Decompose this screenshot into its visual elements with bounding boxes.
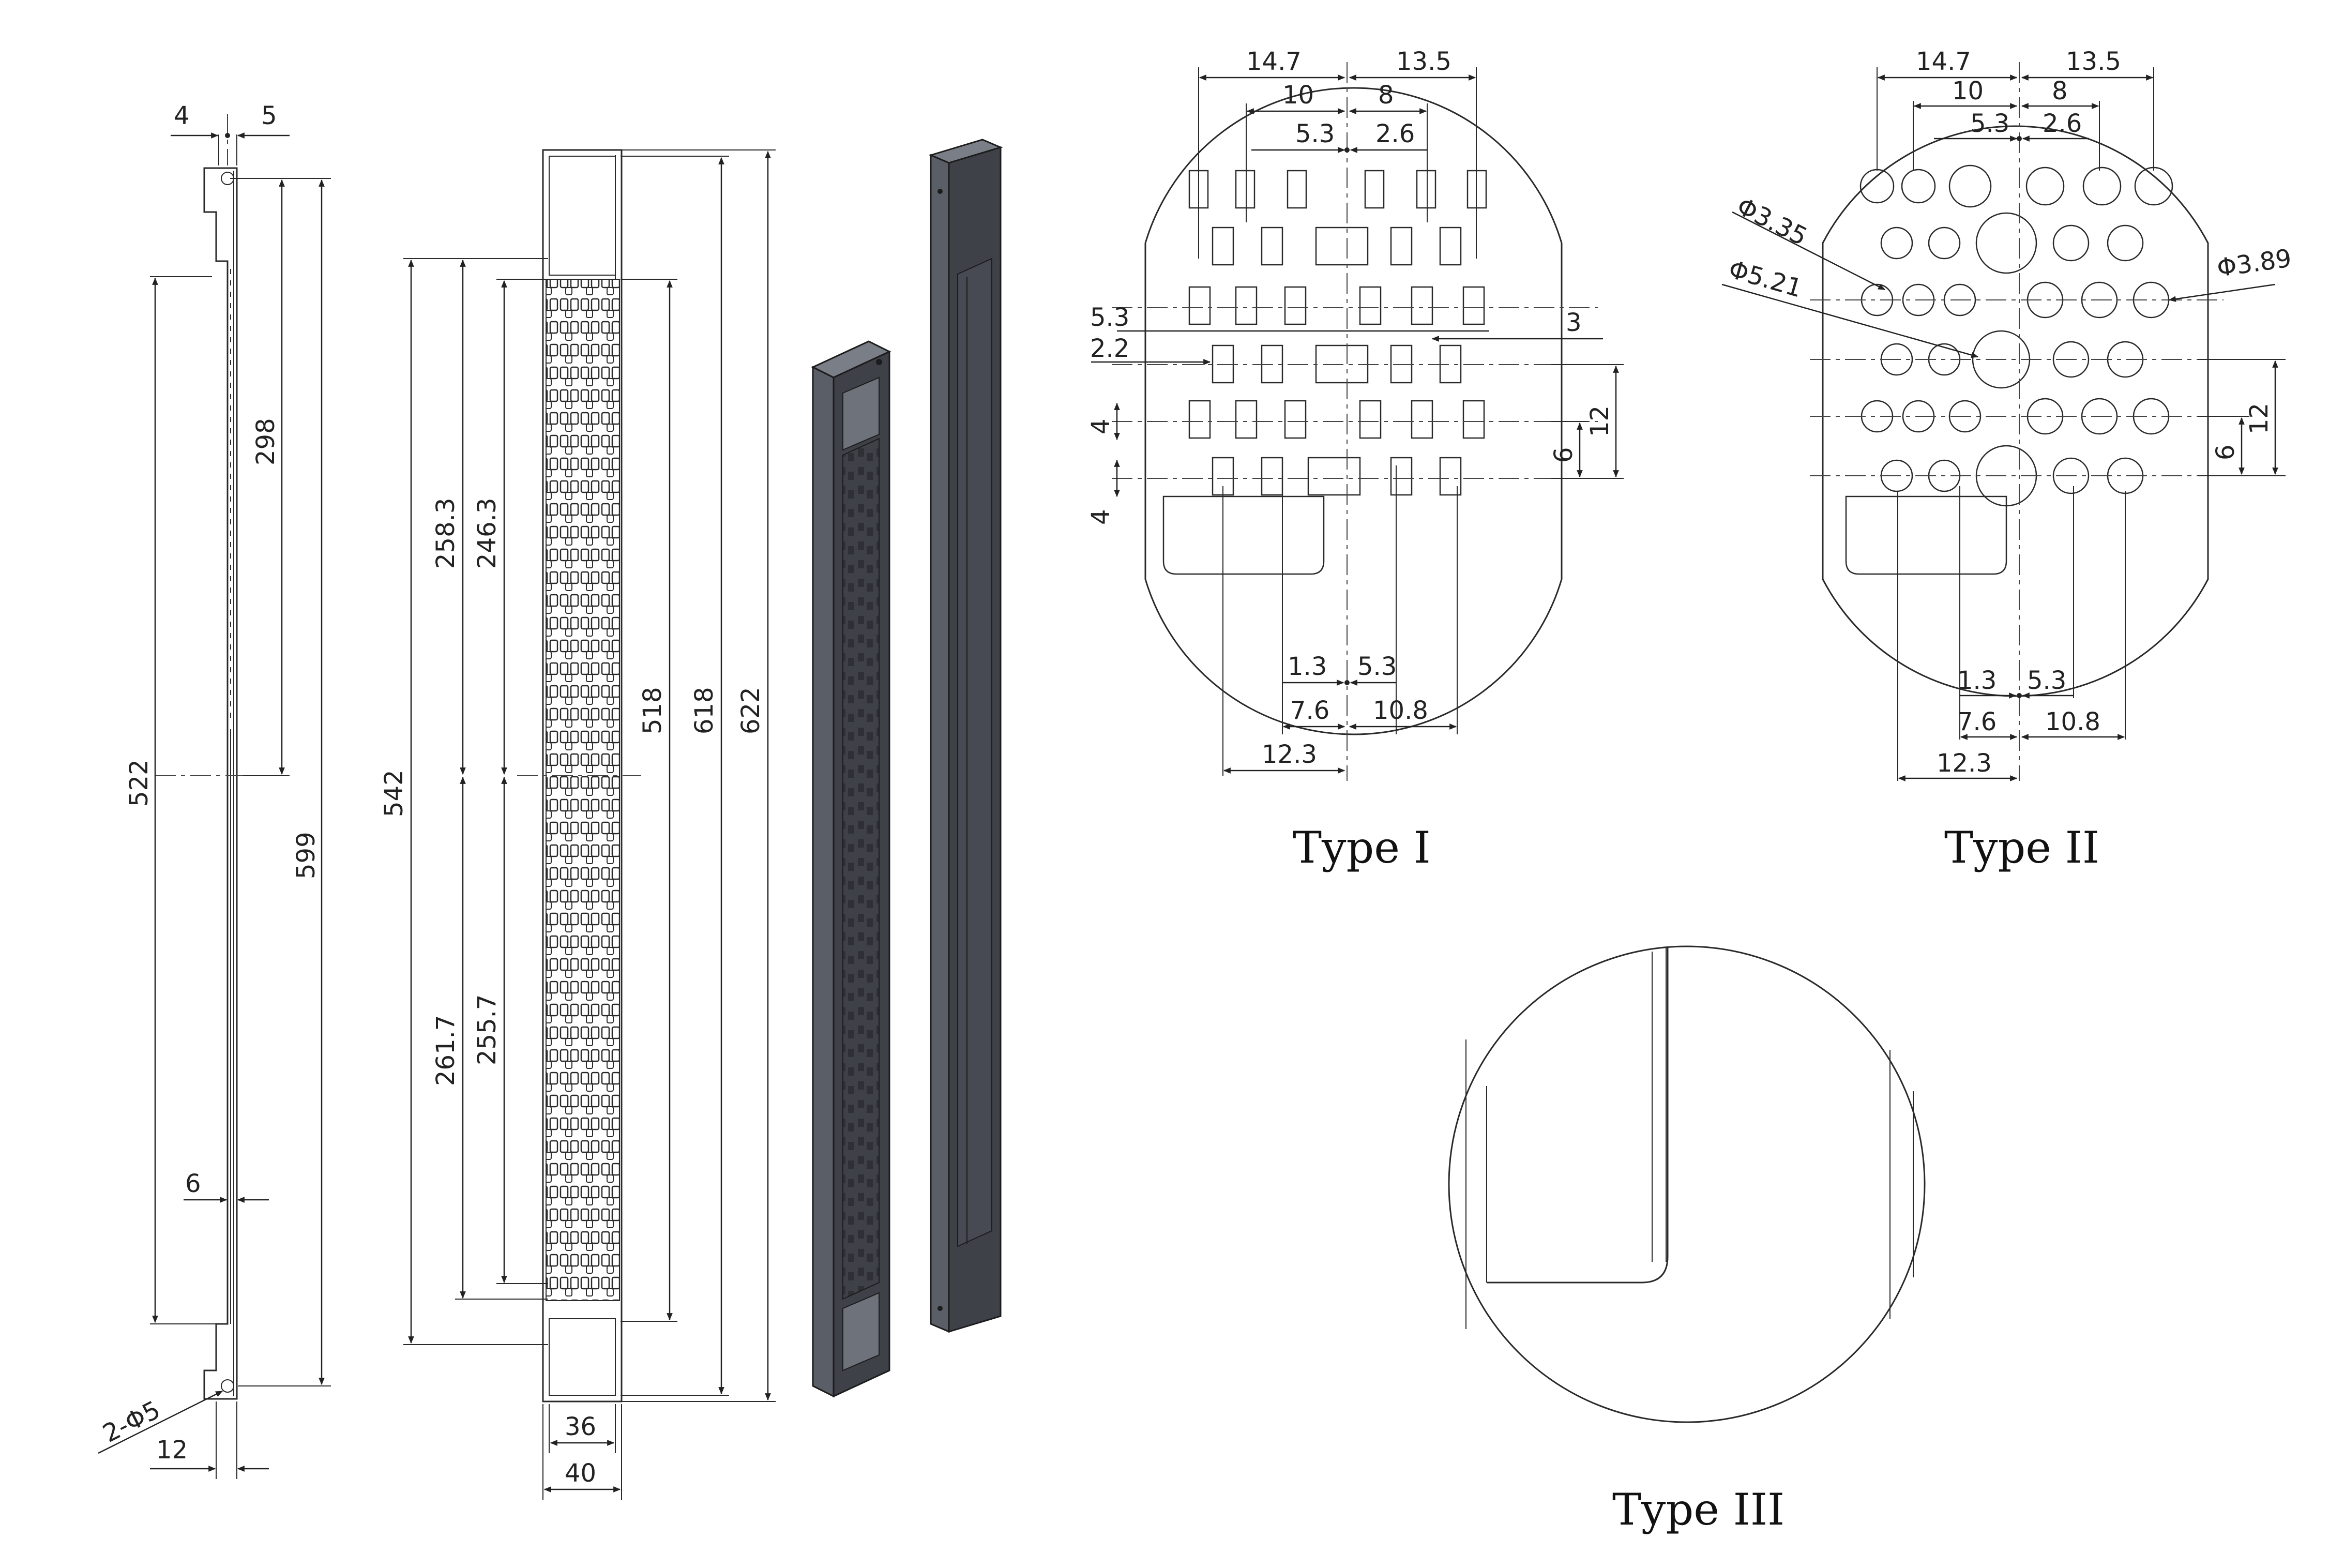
type2-hole-grid xyxy=(1845,164,2173,575)
type1-dim-4-a: 4 xyxy=(1086,418,1115,434)
side-view: 4 5 298 522 599 6 2-Φ5 12 xyxy=(98,101,331,1479)
dim-front-622: 622 xyxy=(736,687,765,734)
type1-dim-2-6: 2.6 xyxy=(1375,119,1415,148)
dim-side-12: 12 xyxy=(156,1436,188,1465)
dim-front-542: 542 xyxy=(380,770,409,817)
type2-dim-dia-3-35: Φ3.35 xyxy=(1732,192,1812,252)
dim-side-6: 6 xyxy=(185,1169,201,1198)
type2-dim-14-7: 14.7 xyxy=(1916,47,1971,76)
type2-dim-6: 6 xyxy=(2211,444,2240,460)
type1-dim-6: 6 xyxy=(1549,447,1578,463)
type2-dim-dia-3-89: Φ3.89 xyxy=(2215,244,2293,283)
iso-part-solid-bar xyxy=(928,139,1003,1333)
dim-front-40: 40 xyxy=(565,1459,596,1488)
type2-dim-5-3-bottom: 5.3 xyxy=(2027,666,2066,695)
type1-dim-1-3: 1.3 xyxy=(1288,652,1327,681)
front-view: 258.3 246.3 542 261.7 255.7 518 618 622 xyxy=(380,149,776,1500)
iso-part-perforated xyxy=(811,340,891,1398)
type1-dim-13-5: 13.5 xyxy=(1396,47,1451,76)
dim-side-holes: 2-Φ5 xyxy=(98,1395,165,1449)
type2-dim-5-3-top: 5.3 xyxy=(1970,109,2009,138)
type2-dim-2-6: 2.6 xyxy=(2043,109,2082,138)
type1-dim-14-7: 14.7 xyxy=(1246,47,1302,76)
dim-front-255-7: 255.7 xyxy=(473,994,502,1065)
type2-dim-10: 10 xyxy=(1952,77,1984,105)
caption-type-1: Type I xyxy=(1293,822,1431,873)
dim-front-36: 36 xyxy=(565,1412,596,1441)
type1-dim-4-b: 4 xyxy=(1086,509,1115,525)
type1-dim-5-3-left: 5.3 xyxy=(1090,303,1129,332)
type1-dim-7-6: 7.6 xyxy=(1290,696,1329,725)
type2-dim-7-6: 7.6 xyxy=(1957,707,1997,736)
type2-dim-1-3: 1.3 xyxy=(1957,666,1997,695)
detail-type-2: 14.7 13.5 10 8 5.3 2.6 Φ3.35 Φ5.21 Φ3.89… xyxy=(1721,47,2293,781)
dim-side-599: 599 xyxy=(292,832,321,879)
type1-dim-12: 12 xyxy=(1585,405,1614,437)
detail-type-1: 14.7 13.5 10 8 5.3 2.6 5.3 2.2 3 12 6 4 … xyxy=(1086,47,1624,781)
type1-dim-5-3-bottom: 5.3 xyxy=(1357,652,1397,681)
caption-type-3: Type III xyxy=(1612,1484,1785,1535)
dim-front-618: 618 xyxy=(690,687,719,734)
type1-dim-12-3: 12.3 xyxy=(1262,740,1317,769)
dim-front-258-3: 258.3 xyxy=(431,498,460,569)
type2-dim-13-5: 13.5 xyxy=(2066,47,2121,76)
dim-front-518: 518 xyxy=(638,687,667,734)
type2-dim-12: 12 xyxy=(2245,403,2274,434)
type1-dim-10: 10 xyxy=(1282,81,1314,110)
type1-dim-3: 3 xyxy=(1566,308,1582,337)
type1-slot-grid xyxy=(1162,170,1487,575)
type2-dim-12-3: 12.3 xyxy=(1937,749,1992,778)
dim-front-261-7: 261.7 xyxy=(431,1015,460,1086)
type2-dim-10-8: 10.8 xyxy=(2045,707,2100,736)
dim-front-246-3: 246.3 xyxy=(473,498,502,569)
type1-dim-5-3-top: 5.3 xyxy=(1295,119,1335,148)
type1-dim-2-2: 2.2 xyxy=(1090,334,1129,363)
dim-side-298: 298 xyxy=(251,418,280,465)
type1-dim-8: 8 xyxy=(1378,81,1394,110)
type2-dim-dia-5-21: Φ5.21 xyxy=(1726,255,1805,304)
caption-type-2: Type II xyxy=(1944,822,2100,873)
detail-type-3 xyxy=(1448,945,1926,1423)
dim-side-4: 4 xyxy=(174,101,190,130)
dim-side-522: 522 xyxy=(125,759,154,807)
dim-side-5: 5 xyxy=(261,101,277,130)
type1-dim-10-8: 10.8 xyxy=(1373,696,1428,725)
type2-dim-8: 8 xyxy=(2052,77,2068,105)
